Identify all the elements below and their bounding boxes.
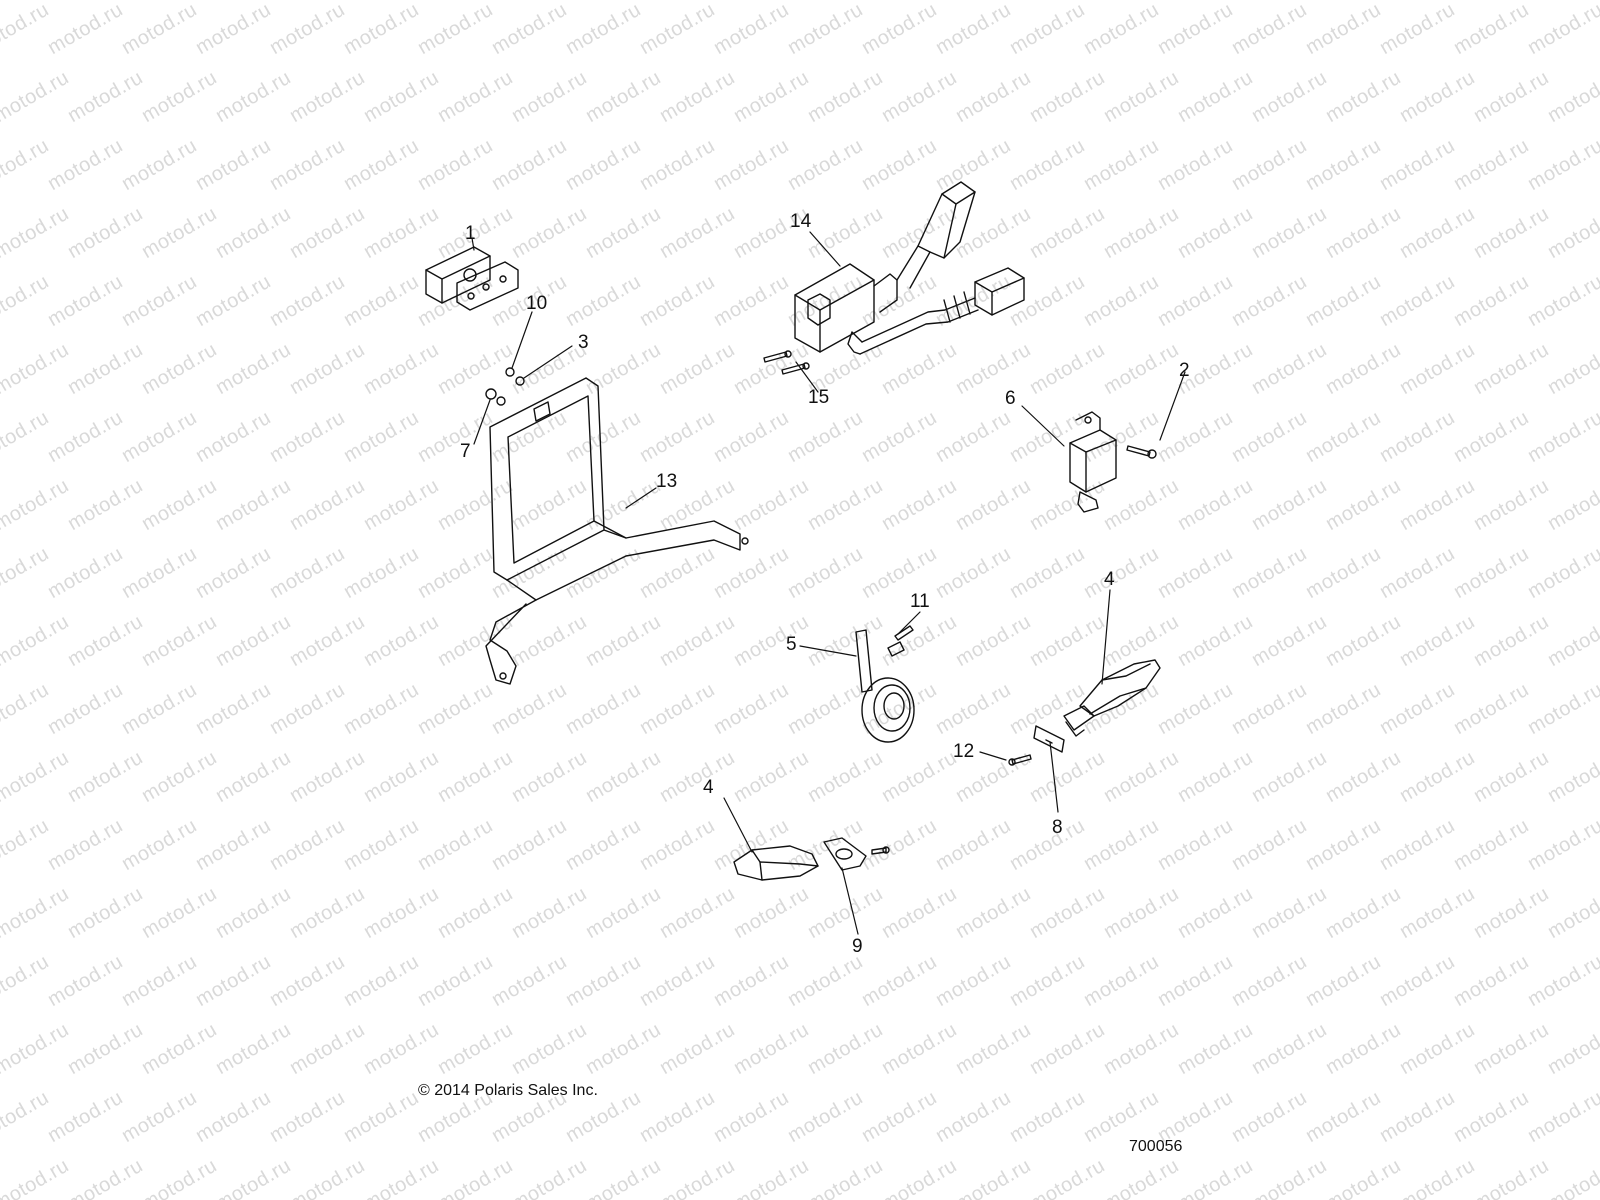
callout-5: 5 bbox=[786, 634, 797, 655]
part-6-flasher-relay bbox=[1069, 411, 1117, 513]
callout-3: 3 bbox=[578, 332, 589, 353]
part-3-nut bbox=[515, 376, 525, 386]
switch-mount-plate bbox=[456, 261, 519, 311]
part-4-turn-signal-left bbox=[733, 845, 819, 881]
callout-4-right: 4 bbox=[1104, 569, 1115, 590]
part-13-mounting-bracket bbox=[485, 377, 749, 685]
callout-6: 6 bbox=[1005, 388, 1016, 409]
part-11-bolt bbox=[887, 625, 914, 657]
part-8-bracket bbox=[1033, 725, 1065, 753]
part-14-lever-switch bbox=[794, 181, 1025, 355]
part-2-screw bbox=[1126, 445, 1157, 459]
callout-2: 2 bbox=[1179, 360, 1190, 381]
callout-7: 7 bbox=[460, 441, 471, 462]
part-10-nut bbox=[505, 367, 515, 377]
callout-10: 10 bbox=[526, 293, 548, 314]
part-4-turn-signal-right bbox=[1063, 659, 1161, 737]
callout-8: 8 bbox=[1052, 817, 1063, 838]
part-1-switch-housing bbox=[425, 246, 491, 304]
diagram-number: 700056 bbox=[1129, 1138, 1183, 1155]
part-5-horn bbox=[855, 629, 915, 743]
part-7-washer bbox=[485, 388, 506, 406]
callout-15: 15 bbox=[808, 387, 830, 408]
part-9-bracket bbox=[823, 837, 867, 871]
copyright-notice: © 2014 Polaris Sales Inc. bbox=[418, 1082, 598, 1099]
callout-1: 1 bbox=[465, 223, 476, 244]
part-15-screws bbox=[763, 350, 810, 375]
callout-9: 9 bbox=[852, 936, 863, 957]
callout-4-left: 4 bbox=[703, 777, 714, 798]
callout-13: 13 bbox=[656, 471, 678, 492]
callout-14: 14 bbox=[790, 211, 812, 232]
callout-11: 11 bbox=[910, 591, 930, 612]
part-9-screw bbox=[871, 846, 890, 855]
callout-12: 12 bbox=[953, 741, 975, 762]
leader-lines bbox=[471, 231, 1186, 935]
part-12-screw bbox=[1008, 754, 1032, 766]
